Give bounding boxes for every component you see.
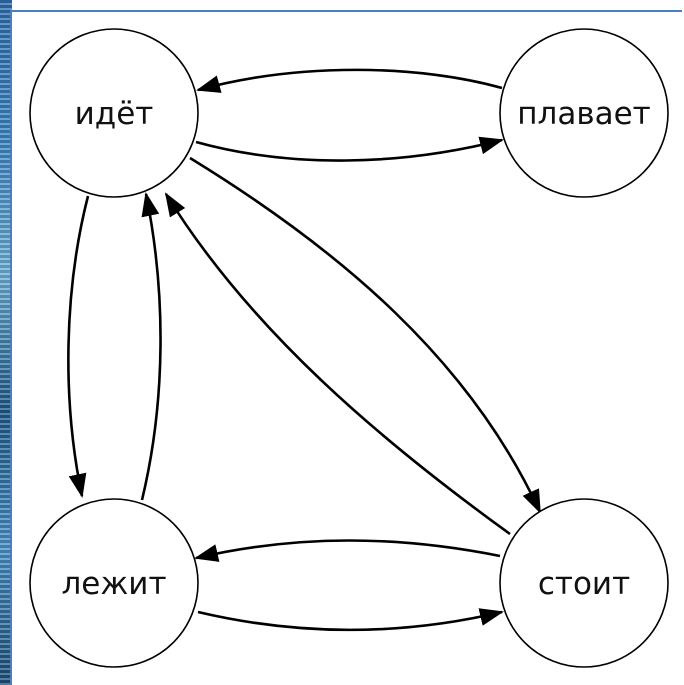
- node-walks: идёт: [29, 28, 199, 198]
- edge-walks-to-swims: [195, 136, 504, 162]
- node-lies: лежит: [29, 498, 199, 668]
- edge-stands-to-lies: [194, 539, 501, 562]
- node-stands-label: стоит: [538, 566, 630, 602]
- edge-walks-to-stands: [189, 156, 542, 514]
- edge-lies-to-stands: [197, 608, 504, 632]
- edge-swims-to-walks: [196, 68, 503, 93]
- edge-stands-to-walks: [164, 192, 511, 536]
- node-stands: стоит: [499, 498, 669, 668]
- node-swims-label: плавает: [517, 96, 650, 132]
- edge-walks-to-lies: [67, 195, 90, 498]
- node-walks-label: идёт: [75, 96, 154, 132]
- node-lies-label: лежит: [61, 566, 166, 602]
- background-photo-strip: [0, 0, 12, 685]
- node-swims: плавает: [499, 28, 669, 198]
- edge-lies-to-walks: [140, 192, 162, 501]
